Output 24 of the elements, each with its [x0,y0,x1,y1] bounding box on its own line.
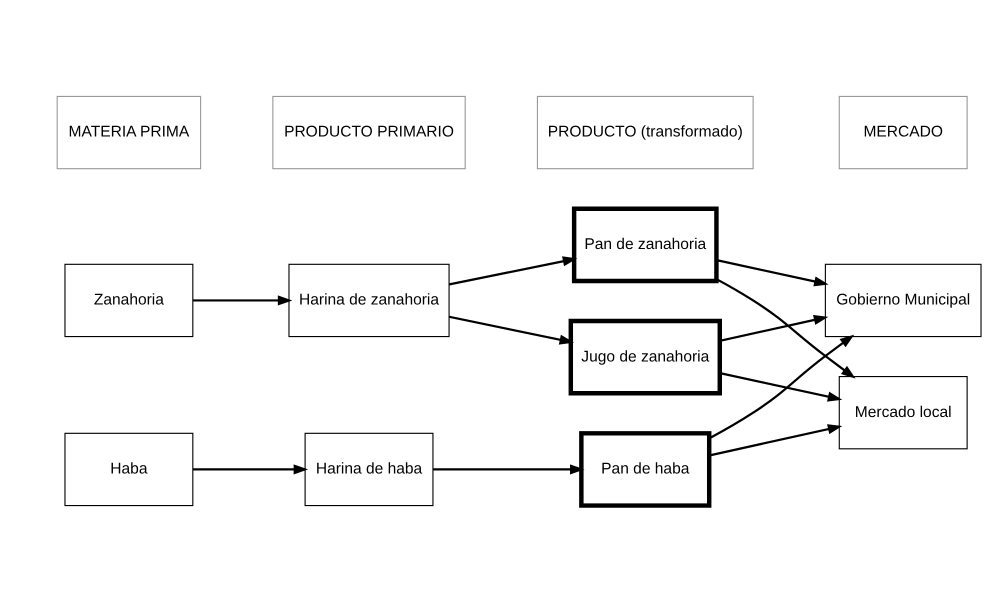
node-box: Zanahoria [64,264,194,338]
node-box: Pan de zanahoria [572,206,719,284]
arrow [192,464,308,474]
node-box: Haba [64,432,194,506]
node-box: MATERIA PRIMA [56,96,202,170]
arrow [449,256,578,286]
arrow [449,316,574,345]
arrow [709,424,842,457]
arrow [708,334,854,440]
arrow [716,278,856,379]
node-box: MERCADO [838,96,968,170]
node-box: Harina de haba [304,432,434,506]
node-box: PRODUCTO PRIMARIO [272,96,466,170]
node-box: Gobierno Municipal [824,264,982,338]
arrow [716,259,829,286]
arrow [192,295,292,306]
arrow [720,315,828,342]
node-box: Jugo de zanahoria [568,318,722,396]
arrow [720,372,842,402]
node-box: PRODUCTO (transformado) [536,96,754,170]
node-box: Pan de haba [579,431,712,508]
arrow [433,464,584,474]
node-box: Mercado local [838,376,968,450]
node-box: Harina de zanahoria [288,264,450,338]
